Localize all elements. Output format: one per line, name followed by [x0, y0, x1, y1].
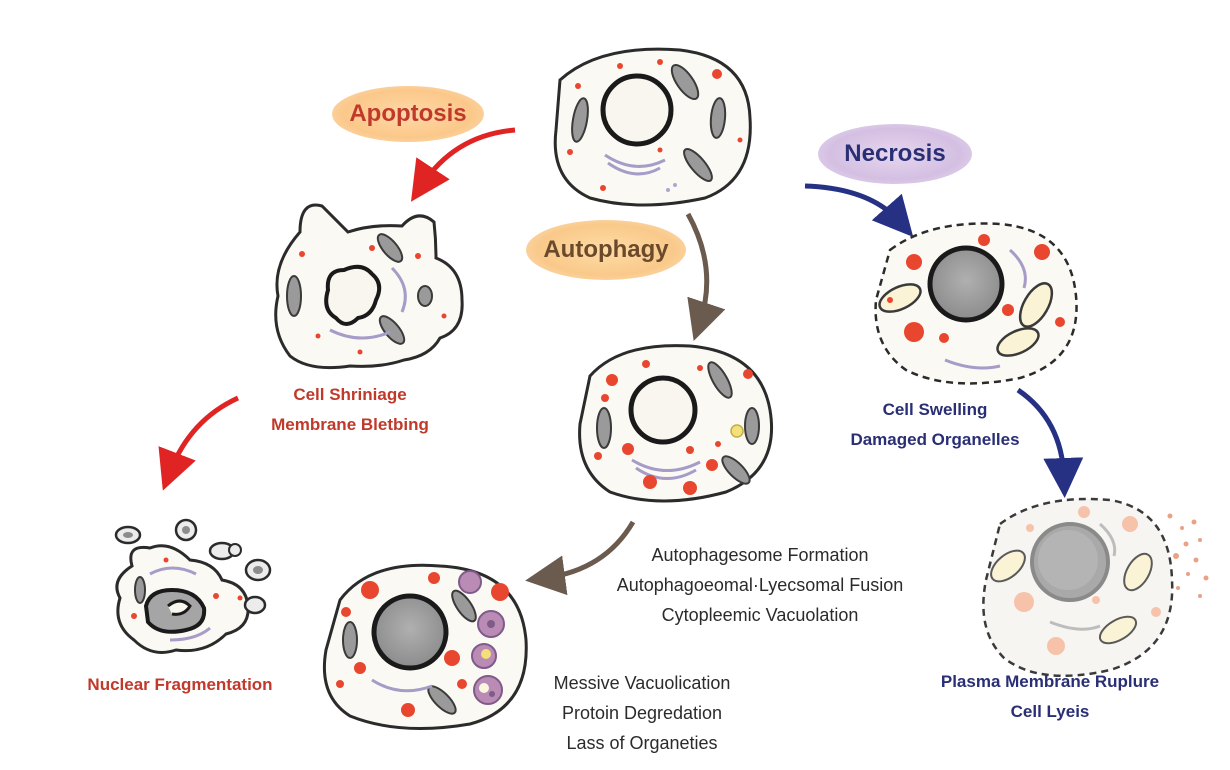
- caption-line: Cell Swelling: [882, 400, 988, 419]
- caption-line: Damaged Organelles: [850, 430, 1020, 449]
- apoptosis-stage1-caption: Cell Shriniage Membrane Bletbing: [250, 380, 450, 440]
- caption-line: Cytopleemic Vacuolation: [661, 605, 859, 625]
- apoptosis-stage2-caption: Nuclear Fragmentation: [70, 670, 290, 700]
- caption-line: Autophagoeomal·Lyecsomal Fusion: [616, 575, 904, 595]
- autophagic-cell: [578, 344, 774, 503]
- caption-line: Membrane Bletbing: [271, 415, 429, 434]
- apoptosis-arrow-2: [158, 395, 240, 491]
- caption-line: Protoin Degredation: [561, 703, 723, 723]
- lysed-cell: [982, 497, 1209, 678]
- caption-line: Nuclear Fragmentation: [87, 675, 273, 694]
- necrosis-label: Necrosis: [818, 124, 972, 184]
- caption-line: Cell Shriniage: [293, 385, 407, 404]
- autophagy-stage1-caption: Autophagesome Formation Autophagoeomal·L…: [590, 540, 930, 630]
- autophagy-arrow-2: [525, 520, 636, 596]
- vacuolated-cell: [322, 563, 528, 730]
- caption-line: Lass of Organeties: [566, 733, 718, 753]
- necrosis-arrow-2: [1016, 387, 1084, 498]
- necrosis-stage2-caption: Plasma Membrane Ruplure Cell Lyeis: [920, 667, 1180, 727]
- apoptotic-cell: [274, 203, 464, 370]
- caption-line: Messive Vacuolication: [553, 673, 731, 693]
- caption-line: Autophagesome Formation: [651, 545, 869, 565]
- necrosis-stage1-caption: Cell Swelling Damaged Organelles: [830, 395, 1040, 455]
- apoptosis-arrow: [410, 127, 516, 202]
- caption-line: Plasma Membrane Ruplure: [940, 672, 1160, 691]
- autophagy-stage2-caption: Messive Vacuolication Protoin Degredatio…: [530, 668, 754, 758]
- autophagy-arrow: [685, 212, 726, 341]
- swelling-cell: [874, 222, 1078, 385]
- healthy-cell: [553, 47, 752, 207]
- fragmented-cell: [114, 518, 272, 654]
- caption-line: Cell Lyeis: [1010, 702, 1090, 721]
- autophagy-label: Autophagy: [526, 220, 686, 280]
- apoptosis-label: Apoptosis: [332, 86, 484, 142]
- necrosis-arrow: [804, 183, 914, 237]
